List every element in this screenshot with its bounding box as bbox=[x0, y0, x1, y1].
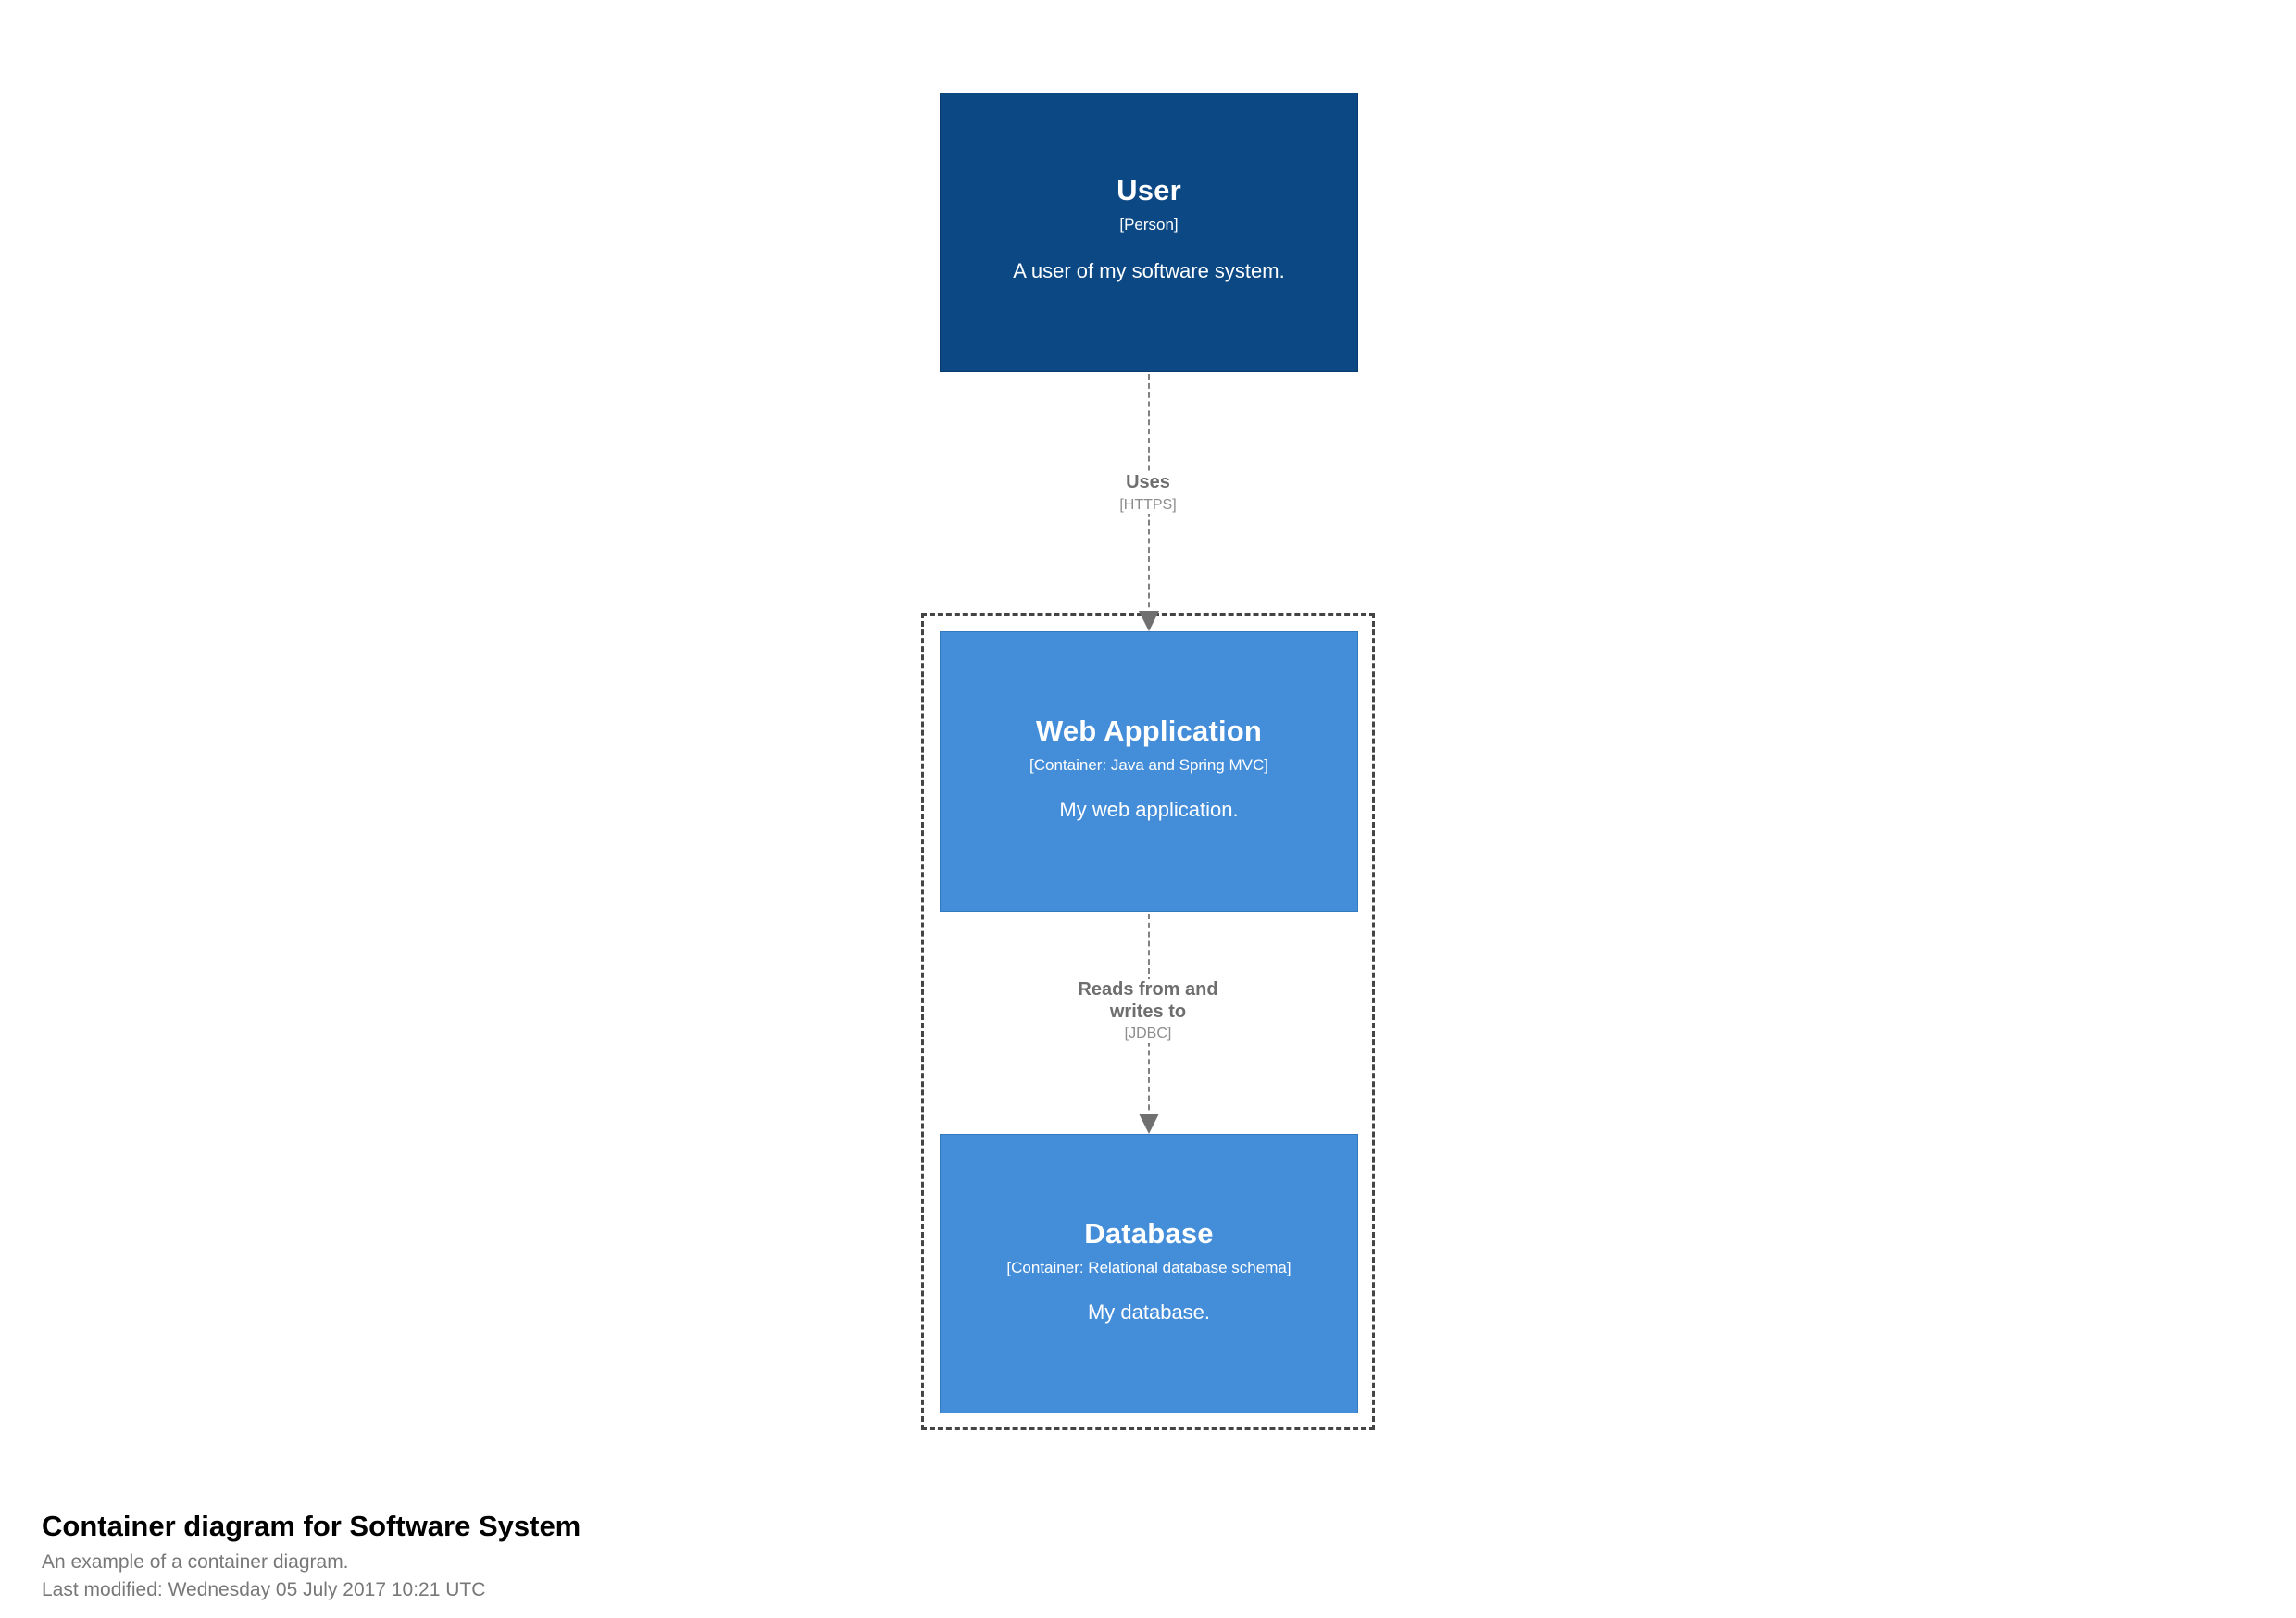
node-user-technology: [Person] bbox=[1119, 216, 1179, 234]
diagram-subtitle: An example of a container diagram. bbox=[42, 1550, 349, 1573]
node-web-application[interactable]: Web Application [Container: Java and Spr… bbox=[940, 631, 1358, 912]
node-database-description: My database. bbox=[1087, 1301, 1211, 1325]
node-web-application-name: Web Application bbox=[1035, 715, 1263, 747]
relationship-uses-technology: [HTTPS] bbox=[1119, 496, 1177, 513]
diagram-title: Container diagram for Software System bbox=[42, 1510, 581, 1542]
node-database-technology: [Container: Relational database schema] bbox=[1006, 1259, 1292, 1277]
relationship-reads-writes-label: Reads from and writes to [JDBC] bbox=[1009, 979, 1287, 1044]
relationship-reads-writes-description-line2: writes to bbox=[1109, 1001, 1187, 1022]
diagram-last-modified: Last modified: Wednesday 05 July 2017 10… bbox=[42, 1579, 486, 1601]
node-user-name: User bbox=[1117, 174, 1181, 206]
node-user[interactable]: User [Person] A user of my software syst… bbox=[940, 93, 1358, 372]
diagram-caption: Container diagram for Software System An… bbox=[42, 1509, 1338, 1603]
relationship-uses-label: Uses [HTTPS] bbox=[1009, 472, 1287, 515]
relationship-reads-writes-technology: [JDBC] bbox=[1124, 1026, 1172, 1042]
relationship-reads-writes-description-line1: Reads from and bbox=[1078, 979, 1218, 1000]
node-web-application-technology: [Container: Java and Spring MVC] bbox=[1029, 756, 1268, 775]
relationship-uses-arrowhead-icon bbox=[1139, 611, 1159, 631]
node-database[interactable]: Database [Container: Relational database… bbox=[940, 1134, 1358, 1413]
relationship-uses-description: Uses bbox=[1126, 472, 1170, 492]
relationship-reads-writes-arrowhead-icon bbox=[1139, 1114, 1159, 1134]
node-web-application-description: My web application. bbox=[1059, 798, 1239, 822]
node-database-name: Database bbox=[1084, 1217, 1214, 1250]
node-user-description: A user of my software system. bbox=[1013, 259, 1285, 283]
